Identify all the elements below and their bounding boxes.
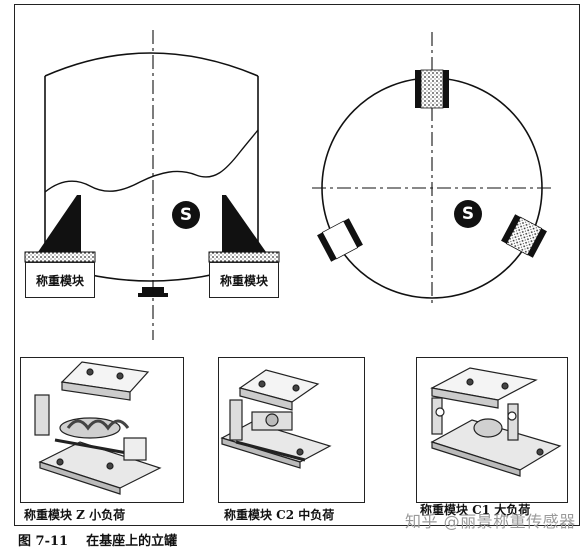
module-panel-z [20, 357, 184, 503]
plan-module-bottom-right [501, 214, 547, 258]
tank-fill-level [44, 129, 259, 193]
plan-module-top [415, 69, 449, 109]
tank-s-symbol: S [172, 201, 200, 229]
module-panel-c1 [416, 357, 568, 503]
plan-view [312, 32, 552, 305]
figure-number: 图 7-11 [18, 534, 69, 549]
left-module-label: 称重模块 [25, 262, 95, 298]
plan-module-bottom-left [317, 218, 363, 262]
figure-title: 在基座上的立罐 [86, 534, 178, 549]
module-c2-label: 称重模块 C2 中负荷 [224, 508, 335, 522]
module-panel-c2 [218, 357, 365, 503]
right-weigh-pad [208, 251, 280, 263]
right-support-bracket [222, 195, 266, 252]
figure-frame [14, 4, 580, 526]
right-module-label: 称重模块 [209, 262, 279, 298]
left-weigh-pad [24, 251, 96, 263]
figure-caption: 图 7-11 在基座上的立罐 [18, 530, 195, 549]
tank-top-arc [44, 52, 259, 77]
module-c1-label: 称重模块 C1 大负荷 [420, 503, 531, 517]
bottom-outlet-flange [138, 293, 168, 297]
watermark: 知乎 @丽景称重传感器 [405, 512, 576, 531]
module-z-label: 称重模块 Z 小负荷 [24, 508, 126, 522]
plan-s-symbol: S [454, 200, 482, 228]
left-support-bracket [38, 195, 81, 252]
